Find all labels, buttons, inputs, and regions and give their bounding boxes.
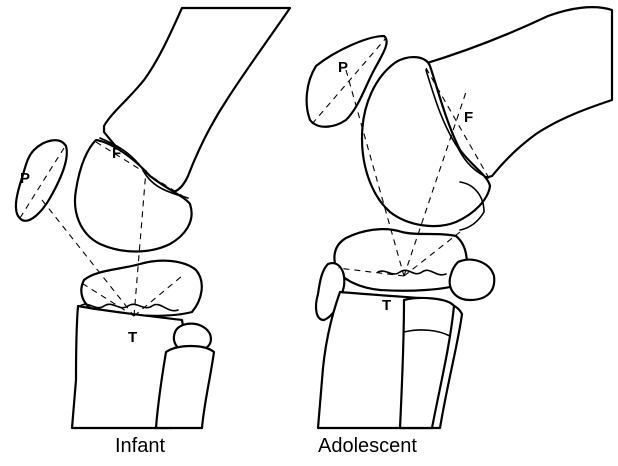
adolescent-fibula-shaft (400, 298, 454, 428)
infant-tibia-label: T (128, 329, 137, 346)
infant-knee: P F T Infant (16, 8, 290, 457)
adolescent-femur-label: F (464, 109, 473, 126)
infant-caption: Infant (115, 435, 165, 457)
adolescent-patella-label: P (338, 59, 348, 76)
adolescent-caption: Adolescent (318, 435, 417, 457)
adolescent-fibula-head (450, 260, 495, 300)
adolescent-tibia-label: T (382, 297, 391, 314)
adolescent-knee: P F T Adolescent (307, 7, 612, 457)
infant-fibula-shaft (156, 346, 214, 428)
infant-femur-label: F (112, 145, 121, 162)
infant-patella-label: P (20, 170, 30, 187)
adolescent-tibial-epiphysis (334, 229, 466, 291)
